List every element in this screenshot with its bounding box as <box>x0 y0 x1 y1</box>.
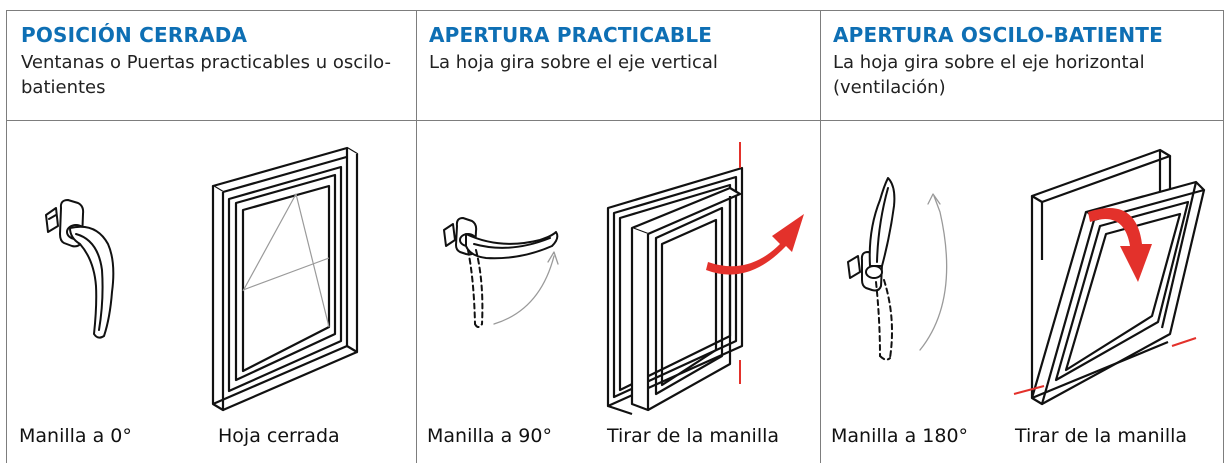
column-closed-description: Ventanas o Puertas practicables u oscilo… <box>21 52 391 98</box>
column-tilt-header: APERTURA OSCILO-BATIENTE La hoja gira so… <box>833 22 1223 100</box>
caption-handle-casement: Manilla a 90° <box>427 425 552 447</box>
caption-window-tilt: Tirar de la manilla <box>1015 425 1188 447</box>
column-closed-title: POSICIÓN CERRADA <box>21 23 248 47</box>
caption-window-closed: Hoja cerrada <box>218 425 340 447</box>
caption-handle-closed: Manilla a 0° <box>19 425 132 447</box>
column-divider-1 <box>416 10 417 463</box>
column-casement-description: La hoja gira sobre el eje vertical <box>429 52 718 73</box>
header-divider <box>6 120 1224 121</box>
caption-window-casement: Tirar de la manilla <box>607 425 780 447</box>
column-closed-header: POSICIÓN CERRADA Ventanas o Puertas prac… <box>21 22 411 100</box>
column-divider-2 <box>820 10 821 463</box>
window-closed-illustration <box>211 146 359 412</box>
tilt-arrow-icon <box>1088 208 1152 282</box>
column-tilt-title: APERTURA OSCILO-BATIENTE <box>833 23 1164 47</box>
handle-tilt-illustration <box>847 177 948 361</box>
column-casement-header: APERTURA PRACTICABLE La hoja gira sobre … <box>429 22 819 75</box>
window-casement-illustration <box>606 142 744 416</box>
window-tilt-illustration <box>1013 148 1206 406</box>
handle-casement-illustration <box>443 217 559 328</box>
swing-arrow-icon <box>706 214 804 275</box>
caption-handle-tilt: Manilla a 180° <box>831 425 969 447</box>
column-casement-title: APERTURA PRACTICABLE <box>429 23 713 47</box>
top-border <box>6 10 1224 11</box>
column-tilt-description: La hoja gira sobre el eje horizontal (ve… <box>833 52 1145 98</box>
table-frame <box>6 10 1224 463</box>
handle-closed-illustration <box>45 199 115 339</box>
